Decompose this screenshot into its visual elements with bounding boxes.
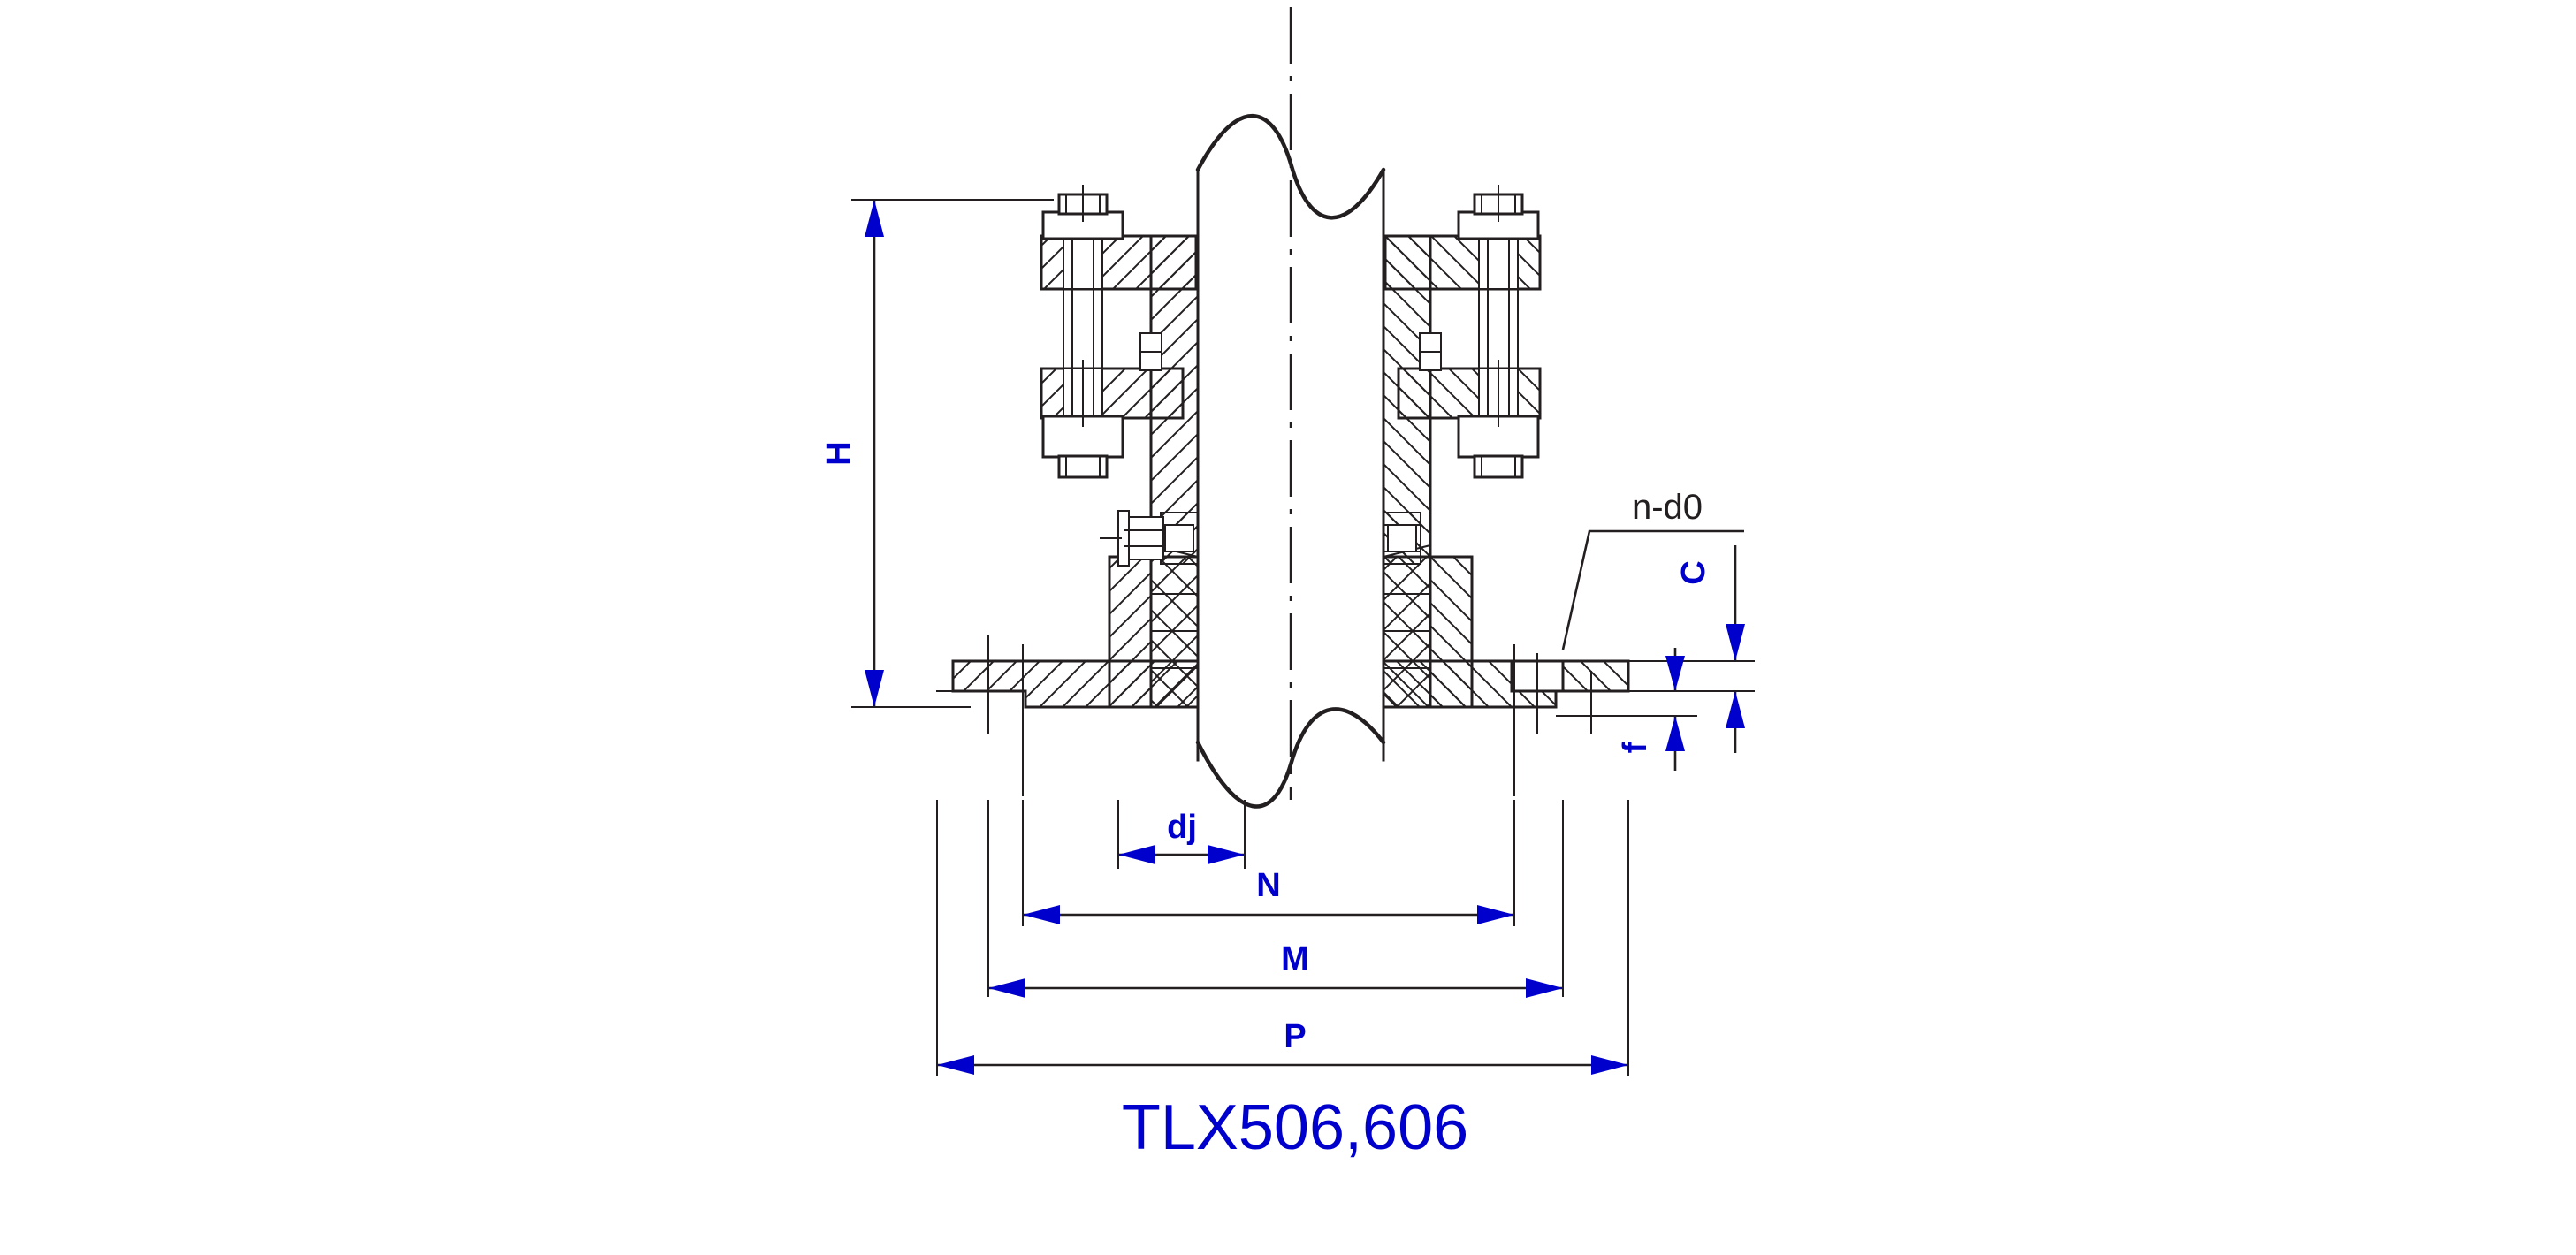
right-stud-bolt-assembly: [1457, 185, 1540, 479]
assembly-right-half: [1382, 185, 1630, 796]
arrow-left: [1023, 905, 1060, 924]
right-seal-detail: [1383, 512, 1421, 565]
arrow-down: [1665, 656, 1685, 691]
pipe-break-line-bottom: [1195, 707, 1386, 809]
dimension-label-f: f: [1617, 742, 1654, 753]
dimension-M: M: [987, 800, 1564, 998]
arrow-down: [865, 670, 884, 707]
arrow-left: [937, 1055, 974, 1075]
pipe-break-line-top: [1195, 114, 1386, 220]
arrow-right: [1526, 978, 1563, 998]
dimension-label-dj: dj: [1167, 809, 1197, 846]
dimension-N: N: [1022, 800, 1515, 926]
right-base-flange: [1382, 644, 1630, 796]
drawing-title: TLX506,606: [1122, 1092, 1468, 1163]
dimension-label-H: H: [820, 441, 857, 465]
annotation-n-d0: n-d0: [1561, 488, 1744, 650]
dimension-dj: dj: [1117, 800, 1246, 869]
dimension-label-N: N: [1256, 867, 1280, 904]
arrow-right: [1591, 1055, 1628, 1075]
dimension-label-C: C: [1675, 560, 1712, 584]
arrow-right: [1477, 905, 1514, 924]
dimension-label-M: M: [1281, 940, 1309, 977]
arrow-up: [1726, 691, 1745, 728]
arrow-left: [1118, 845, 1155, 864]
dimension-P: P: [936, 800, 1629, 1076]
left-grease-fitting: [1100, 510, 1199, 567]
left-stud-bolt-assembly: [1041, 185, 1124, 479]
dimension-f: f: [1556, 648, 1697, 771]
arrow-up: [865, 200, 884, 237]
arrow-left: [988, 978, 1025, 998]
arrow-right: [1208, 845, 1245, 864]
annotation-label-n-d0: n-d0: [1632, 488, 1703, 527]
assembly-left-half: [936, 185, 1200, 796]
dimension-H: H: [820, 199, 1054, 708]
arrow-down: [1726, 624, 1745, 661]
left-base-flange: [936, 635, 1200, 796]
dimension-label-P: P: [1284, 1018, 1306, 1055]
arrow-up: [1665, 716, 1685, 751]
